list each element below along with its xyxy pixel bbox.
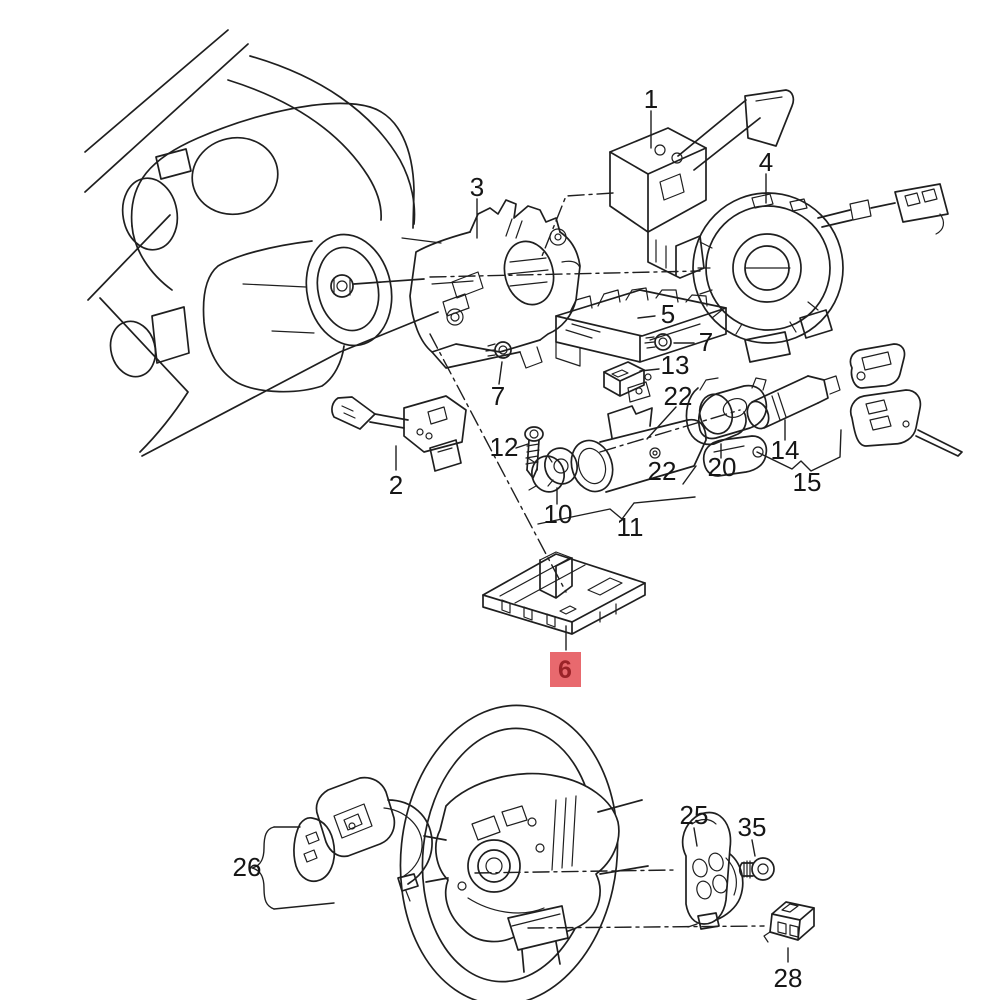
part-35-screw — [738, 857, 775, 881]
callout-15[interactable]: 15 — [793, 467, 822, 497]
part-13-sensor — [603, 361, 652, 397]
callout-26[interactable]: 26 — [233, 852, 262, 882]
callout-25[interactable]: 25 — [680, 800, 709, 830]
part-28-connector — [763, 901, 815, 943]
callout-20[interactable]: 20 — [708, 452, 737, 482]
part-14-ignition-cylinder — [746, 375, 841, 430]
callout-10[interactable]: 10 — [544, 499, 573, 529]
callout-28[interactable]: 28 — [774, 963, 803, 993]
callout-6[interactable]: 6 — [558, 656, 572, 684]
part-22-clamp-upper — [697, 377, 768, 440]
part-6-control-module — [482, 551, 646, 635]
callout-22-upper[interactable]: 22 — [664, 381, 693, 411]
part-1-stalk-switch — [609, 89, 795, 279]
part-20-contact-bracket — [685, 377, 747, 446]
callout-13[interactable]: 13 — [661, 350, 690, 380]
callout-5[interactable]: 5 — [661, 299, 675, 329]
callout-4[interactable]: 4 — [759, 147, 773, 177]
callout-6-highlighted[interactable]: 6 — [550, 652, 581, 687]
steering-wheel — [399, 704, 649, 1000]
bracket-11 — [537, 496, 696, 525]
callout-7-right[interactable]: 7 — [699, 327, 713, 357]
callout-2[interactable]: 2 — [389, 470, 403, 500]
bracket-15 — [756, 429, 842, 472]
part-2-turn-signal-stalk — [331, 395, 467, 472]
callout-1[interactable]: 1 — [644, 84, 658, 114]
brace-26 — [251, 826, 275, 910]
callout-3[interactable]: 3 — [470, 172, 484, 202]
dashboard-sketch — [84, 29, 474, 457]
part-7-screw-right — [644, 333, 672, 351]
part-3-column-housing — [409, 199, 581, 369]
part-11-lock-housing — [570, 381, 707, 493]
part-4-clock-spring — [692, 183, 949, 363]
callout-22-lower[interactable]: 22 — [648, 456, 677, 486]
highlight-box[interactable] — [550, 652, 581, 687]
part-12-screw — [524, 426, 544, 479]
part-25-multifunction-switch — [681, 811, 744, 930]
part-5-switch-module — [555, 287, 727, 367]
part-10-lock-cylinder-cap — [527, 447, 578, 493]
callout-labels: 1 3 4 5 7 13 22 2 7 12 10 11 22 20 14 15… — [233, 84, 822, 993]
part-22-clamp-lower — [702, 435, 768, 477]
callout-12[interactable]: 12 — [490, 432, 519, 462]
part-26-wheel-switch-assembly — [293, 776, 433, 902]
callout-35[interactable]: 35 — [738, 812, 767, 842]
callout-7-left[interactable]: 7 — [491, 381, 505, 411]
callout-11[interactable]: 11 — [617, 512, 644, 542]
construction-lines — [429, 192, 765, 929]
slash-22 — [682, 465, 697, 485]
leader-lines — [251, 110, 842, 963]
part-7-screw-left — [485, 341, 512, 359]
part-15-keys — [849, 343, 963, 457]
callout-14[interactable]: 14 — [771, 435, 800, 465]
